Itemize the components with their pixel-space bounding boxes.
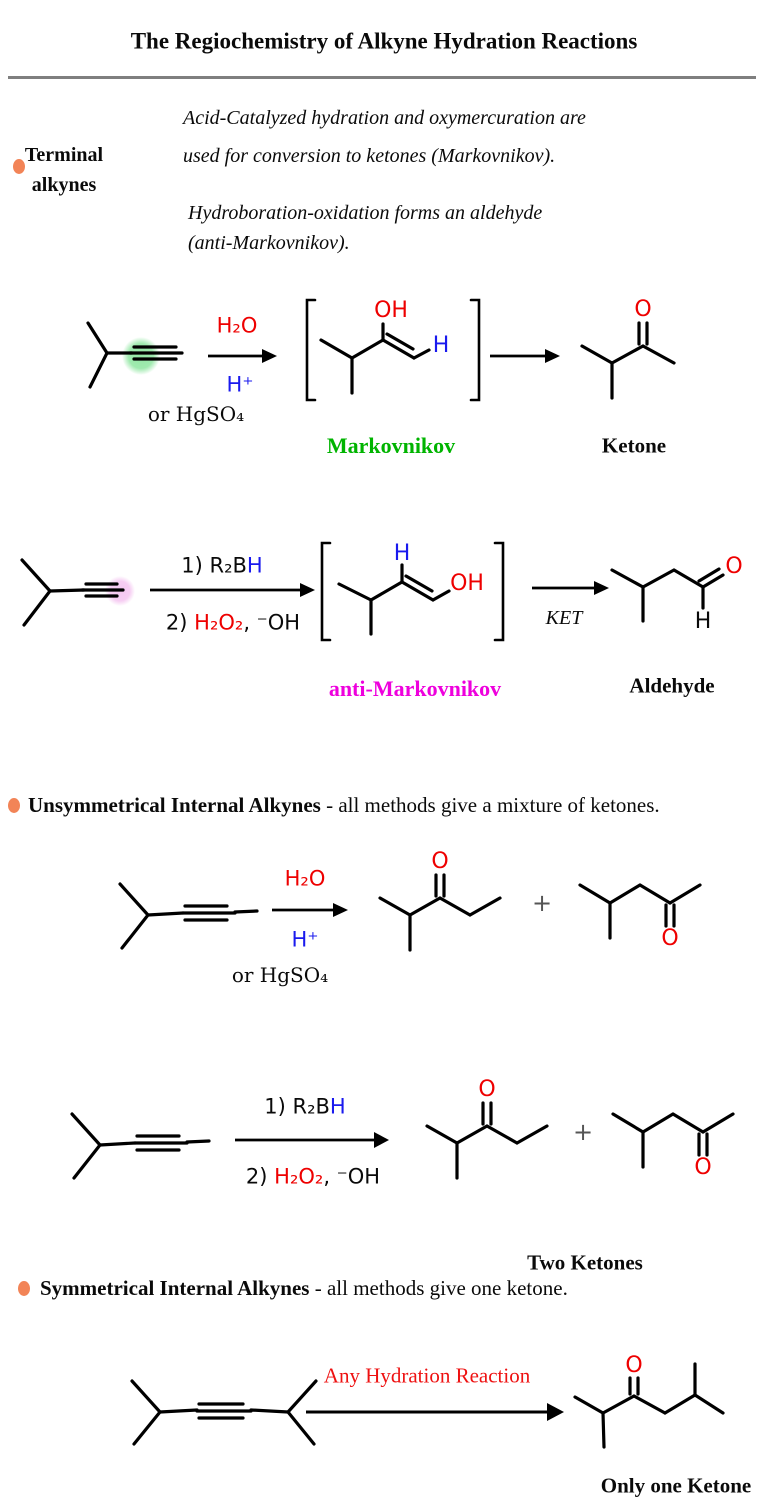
ketone-b-o-label: O [661,926,679,951]
step2-peroxide-2: H₂O₂ [274,1164,324,1189]
right-bracket [469,298,481,402]
terminal-label-line2: alkynes [31,174,97,196]
bullet-unsymmetrical [8,798,20,813]
step1-hydride: H [246,553,263,578]
single-ketone-structure [573,1362,725,1449]
note1-line1: Acid-Catalyzed hydration and oxymercurat… [183,107,586,129]
enol2-h-label: H [393,541,411,566]
left-bracket [305,298,317,402]
enol2-oh-label: OH [450,571,484,596]
ketone-a2-structure [425,1101,549,1180]
reaction-arrow-6 [235,1132,389,1148]
step2-prefix-2: 2) [245,1164,275,1189]
plus-sign-1: + [531,889,553,917]
step2-prefix: 2) [165,610,195,635]
single-ketone-o-label: O [625,1353,643,1378]
ketone-a2-o-label: O [478,1077,496,1102]
reaction-arrow-3 [150,583,315,597]
step2-peroxide: H₂O₂ [194,610,244,635]
reagent-acid: H⁺ [226,372,254,397]
green-highlight [122,337,160,375]
aldehyde-label: Aldehyde [629,673,715,698]
reagent-water: H₂O [216,313,258,338]
reagent-mercury-alt-2: or HgSO₄ [231,963,329,987]
anti-markovnikov-label: anti-Markovnikov [328,676,502,701]
step1-main-2: 1) R₂B [264,1094,330,1119]
step1-hydride-2: H [329,1094,346,1119]
unsymmetrical-heading-rest: - all methods give a mixture of ketones. [320,793,660,817]
step2-hydroxide-2: , ⁻OH [323,1164,381,1189]
enol-intermediate-antimarkovnikov [320,541,505,642]
left-bracket [320,541,332,642]
right-bracket [493,541,505,642]
ket-tautomerization-label: KET [545,607,583,629]
terminal-label-line1: Terminal [24,144,104,166]
reaction-arrow-5 [272,903,348,917]
bullet-symmetrical [18,1281,30,1296]
hydroboration-step1-2: 1) R₂BH [264,1094,346,1119]
page-title: The Regiochemistry of Alkyne Hydration R… [130,28,638,54]
note2-line1: Hydroboration-oxidation forms an aldehyd… [188,202,543,224]
terminal-alkyne-structure-antimarkovnikov [20,558,135,627]
aldehyde-h-label: H [694,609,712,634]
only-one-ketone-label: Only one Ketone [600,1473,752,1498]
hydroboration-step1: 1) R₂BH [181,553,263,578]
symmetrical-heading-rest: - all methods give one ketone. [309,1276,568,1300]
two-ketones-label: Two Ketones [527,1250,643,1275]
ketone-o-label: O [634,297,652,322]
enol-intermediate-markovnikov [305,298,481,402]
note1-line2: used for conversion to ketones (Markovni… [183,145,556,167]
symmetrical-alkyne-structure [130,1379,318,1446]
ketone-a-structure [378,873,502,952]
step2-hydroxide: , ⁻OH [243,610,301,635]
terminal-alkyne-structure-markovnikov [86,321,184,389]
reaction-arrow-7 [306,1403,564,1421]
ketone-a-o-label: O [431,849,449,874]
hydroboration-step2: 2) H₂O₂, ⁻OH [165,610,301,635]
enol-oh-label: OH [374,298,408,323]
divider-rule [8,76,756,79]
unsymmetrical-heading: Unsymmetrical Internal Alkynes - all met… [28,795,660,816]
unsymmetrical-heading-bold: Unsymmetrical Internal Alkynes [28,793,321,817]
reagent-acid-2: H⁺ [291,927,319,952]
ketone-b2-o-label: O [694,1155,712,1180]
internal-alkyne-structure-1 [118,882,259,950]
ketone-product-structure [580,321,676,400]
aldehyde-o-label: O [725,554,743,579]
ketone-b2-structure [611,1112,735,1169]
reaction-arrow-1 [208,349,277,363]
step1-main: 1) R₂B [181,553,247,578]
reaction-arrow-4 [532,581,609,595]
internal-alkyne-structure-2 [70,1112,211,1180]
symmetrical-heading-bold: Symmetrical Internal Alkynes [40,1276,310,1300]
reagent-mercury-alt: or HgSO₄ [147,402,245,426]
reaction-arrow-2 [490,349,560,363]
enol-h-label: H [432,333,450,358]
markovnikov-label: Markovnikov [326,433,456,458]
hydroboration-step2-2: 2) H₂O₂, ⁻OH [245,1164,381,1189]
aldehyde-product-structure [610,567,725,623]
reagent-water-2: H₂O [284,866,326,891]
ketone-b-structure [578,883,702,940]
ketone-label: Ketone [601,433,667,458]
any-hydration-label: Any Hydration Reaction [323,1363,531,1388]
note2-line2: (anti-Markovnikov). [188,232,350,254]
symmetrical-heading: Symmetrical Internal Alkynes - all metho… [40,1278,568,1299]
bullet-terminal [13,159,25,174]
plus-sign-2: + [572,1118,594,1146]
